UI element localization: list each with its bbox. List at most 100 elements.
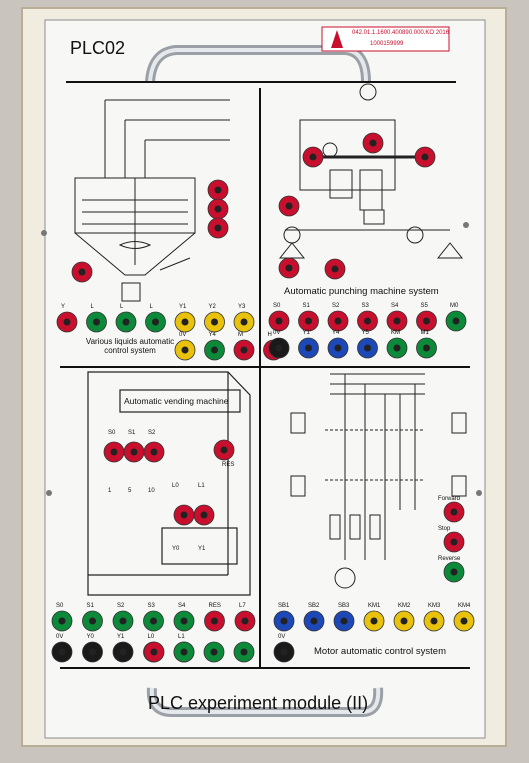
punch-button[interactable] xyxy=(362,132,384,154)
punch-terminals-top-socket[interactable] xyxy=(416,310,437,332)
liquids-terminals-bottom-label: 0V xyxy=(179,332,187,338)
motor-stop-button[interactable] xyxy=(443,531,465,553)
start-button[interactable] xyxy=(71,261,93,283)
motor-terminals-top-socket[interactable] xyxy=(423,610,445,632)
liquids-terminals-bottom-socket[interactable] xyxy=(174,339,196,361)
footer-title: PLC experiment module (II) xyxy=(148,693,369,713)
motor-terminals-top-socket[interactable] xyxy=(303,610,325,632)
vending-terminals-top-label: S2 xyxy=(117,603,125,609)
y0-label: Y0 xyxy=(172,546,180,552)
liquids-terminals-top-socket[interactable] xyxy=(115,311,137,333)
punch-terminals-bottom-socket[interactable] xyxy=(327,337,349,359)
vending-terminals-bottom-label: 0V xyxy=(56,634,64,640)
vending-terminals-top-socket[interactable] xyxy=(234,610,256,632)
coin-button[interactable] xyxy=(143,441,165,463)
liquids-terminals-bottom-socket[interactable] xyxy=(204,339,225,361)
punch-terminals-top-socket[interactable] xyxy=(268,310,290,332)
punch-button[interactable] xyxy=(302,146,324,168)
coin-button[interactable] xyxy=(123,441,145,463)
vending-lower-socket[interactable] xyxy=(143,641,165,663)
punch-button[interactable] xyxy=(278,195,300,217)
motor-terminals-top-socket[interactable] xyxy=(363,610,385,632)
liquids-terminals-bottom-socket[interactable] xyxy=(233,339,255,361)
motor-button-label: Forward xyxy=(438,496,461,502)
vending-terminals-top-socket[interactable] xyxy=(143,610,164,632)
punch-terminals-bottom-label: Y5 xyxy=(361,330,369,336)
level-button[interactable] xyxy=(207,198,229,220)
vending-lower-socket[interactable] xyxy=(233,641,255,663)
motor-reverse-button[interactable] xyxy=(443,561,465,583)
liquids-terminals-top-label: L xyxy=(120,304,124,310)
motor-terminals-top-socket[interactable] xyxy=(453,610,475,632)
motor-terminals-top-socket[interactable] xyxy=(273,610,295,632)
screw xyxy=(46,490,52,496)
punch-terminals-top-label: S0 xyxy=(273,303,281,309)
punch-terminals-bottom-socket[interactable] xyxy=(298,337,319,359)
punch-terminals-top-socket[interactable] xyxy=(298,310,319,332)
vending-terminals-top-socket[interactable] xyxy=(51,610,73,632)
liquids-terminals-bottom-label: Y4 xyxy=(208,332,216,338)
liquids-terminals-top-socket[interactable] xyxy=(174,311,196,333)
vending-lower-socket[interactable] xyxy=(203,641,225,663)
liquids-terminals-top-socket[interactable] xyxy=(145,311,166,333)
vending-terminals-top-socket[interactable] xyxy=(173,610,195,632)
liquids-terminals-top-socket[interactable] xyxy=(204,311,225,333)
logo-flame xyxy=(331,30,343,48)
liquids-terminals-top-socket[interactable] xyxy=(86,311,107,333)
l1-label: L1 xyxy=(198,483,205,489)
liquids-terminals-top-socket[interactable] xyxy=(233,311,255,333)
vending-terminals-top-socket[interactable] xyxy=(204,610,225,632)
vending-terminals-top-label: S1 xyxy=(86,603,94,609)
sticker-serial: 1000159999 xyxy=(370,41,404,47)
punch-terminals-bottom-socket[interactable] xyxy=(416,337,437,359)
res-button[interactable] xyxy=(213,439,235,461)
motor-button-label: Reverse xyxy=(438,556,461,562)
screw xyxy=(476,490,482,496)
motor-button-label: Stop xyxy=(438,526,451,532)
punch-terminals-top-label: S4 xyxy=(391,303,399,309)
punch-terminals-top-label: S3 xyxy=(361,303,369,309)
punch-diagram xyxy=(278,83,464,259)
punch-terminals-bottom-socket[interactable] xyxy=(268,337,290,359)
punch-button[interactable] xyxy=(324,258,346,280)
punch-terminals-top-socket[interactable] xyxy=(357,310,378,332)
vending-terminals-bottom-label: L1 xyxy=(178,634,185,640)
liquids-diagram xyxy=(74,99,230,302)
panel-face xyxy=(44,19,486,739)
punch-terminals-bottom-label: M1 xyxy=(420,330,429,336)
motor-forward-button[interactable] xyxy=(443,501,465,523)
coin-button[interactable] xyxy=(103,441,125,463)
s3-button[interactable] xyxy=(173,504,195,526)
level-button[interactable] xyxy=(207,217,229,239)
vending-terminals-top-socket[interactable] xyxy=(82,610,103,632)
level-button[interactable] xyxy=(207,179,229,201)
motor-terminals-top-socket[interactable] xyxy=(333,610,355,632)
motor-terminals-top-socket[interactable] xyxy=(393,610,415,632)
liquids-terminals-top-socket[interactable] xyxy=(56,311,78,333)
punch-terminals-top-label: S2 xyxy=(332,303,340,309)
punch-terminals-bottom-socket[interactable] xyxy=(357,337,378,359)
motor-terminals-top-label: SB2 xyxy=(308,603,320,609)
vending-terminals-bottom-socket[interactable] xyxy=(112,641,134,663)
motor-terminals-top-label: KM2 xyxy=(398,603,411,609)
vending-terminals-bottom-socket[interactable] xyxy=(82,641,103,663)
vending-terminals-top-label: S3 xyxy=(147,603,155,609)
punch-terminals-top-socket[interactable] xyxy=(327,310,349,332)
vending-terminals-top-label: S4 xyxy=(178,603,186,609)
punch-button[interactable] xyxy=(278,257,300,279)
liquids-terminals-top-label: Y2 xyxy=(208,304,216,310)
vending-terminals-top-socket[interactable] xyxy=(112,610,134,632)
punch-terminals-top-socket[interactable] xyxy=(445,310,467,332)
punch-terminals-bottom-label: Y4 xyxy=(332,330,340,336)
punch-terminals-bottom-socket[interactable] xyxy=(386,337,408,359)
punch-terminals-top-label: M0 xyxy=(450,303,459,309)
vending-lower-socket[interactable] xyxy=(173,641,195,663)
punch-terminals-top-socket[interactable] xyxy=(386,310,408,332)
motor-terminals-bottom-socket[interactable] xyxy=(273,641,295,663)
motor-terminals-top-label: SB3 xyxy=(338,603,350,609)
vending-terminals-bottom-socket[interactable] xyxy=(51,641,73,663)
vending-caption: Automatic vending machine xyxy=(124,396,229,406)
coin-value: 5 xyxy=(128,488,132,494)
s4-button[interactable] xyxy=(193,504,215,526)
punch-button[interactable] xyxy=(414,146,436,168)
